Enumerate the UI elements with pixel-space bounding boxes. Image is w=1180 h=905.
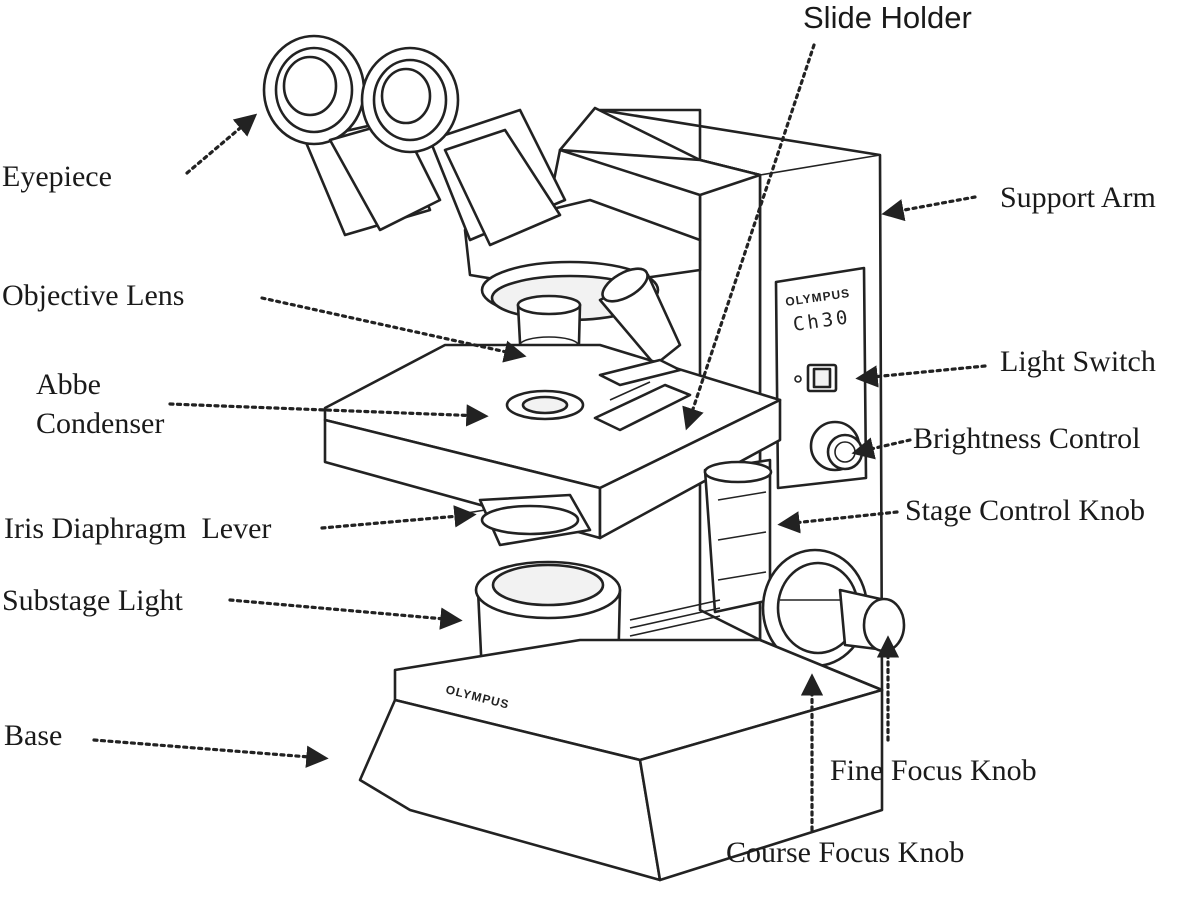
label-light-switch: Light Switch [1000,345,1156,378]
control-panel: OLYMPUS Ch30 [774,266,868,490]
light-switch[interactable] [794,363,838,393]
coarse-focus-knob[interactable] [761,548,869,668]
iris-diaphragm-leader [320,505,477,530]
support-arm-leader [881,195,977,222]
label-iris-diaphragm-lever: Iris Diaphragm Lever [4,512,271,545]
label-slide-holder: Slide Holder [803,0,972,35]
brightness-control-leader [851,437,912,460]
right-eyepiece [360,46,567,247]
label-stage-control-knob: Stage Control Knob [905,494,1145,527]
label-course-focus-knob: Course Focus Knob [726,836,964,869]
label-abbe-condenser-line2: Condenser [36,407,164,440]
stage-control-knob[interactable] [703,458,773,614]
label-eyepiece: Eyepiece [2,160,112,193]
slide-holder [593,358,692,432]
objective-lens-leader [260,296,527,363]
labels: Eyepiece Objective Lens Abbe Condenser I… [2,0,1156,869]
label-support-arm: Support Arm [1000,181,1156,214]
fine-focus-knob[interactable] [838,588,906,653]
eyepieces [262,34,567,247]
label-objective-lens: Objective Lens [2,279,184,312]
stage [323,343,782,540]
base: OLYMPUS [358,599,884,882]
base-leader [92,738,329,768]
abbe-condenser [454,493,592,547]
abbe-condenser-leader [168,402,489,427]
label-brightness-control: Brightness Control [913,422,1141,455]
objective-lens-side [598,267,682,367]
leader-lines [92,43,987,832]
microscope-illustration: OLYMPUS Ch30 [262,34,906,882]
substage-light-leader [228,598,463,630]
light-switch-leader [855,364,987,388]
stage-control-knob-leader [777,510,899,534]
label-base: Base [4,719,62,752]
eyepiece-leader [185,113,258,175]
label-abbe-condenser-line1: Abbe [36,368,101,401]
label-substage-light: Substage Light [2,584,183,617]
slide-holder-leader [682,43,816,431]
nosepiece [480,260,682,394]
label-fine-focus-knob: Fine Focus Knob [830,754,1037,787]
